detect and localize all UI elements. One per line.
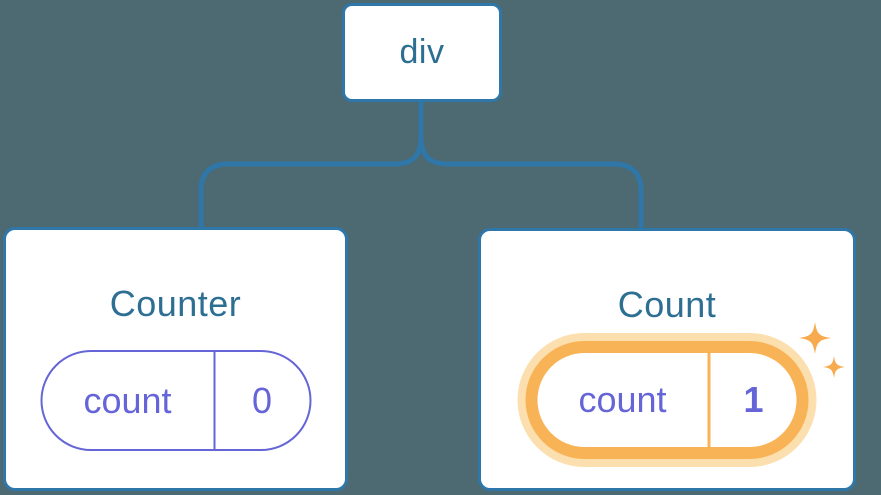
state-pill-highlight-glow: count 1 [517, 333, 817, 467]
card-title: Count [617, 284, 717, 325]
state-pill: count 0 [40, 350, 311, 451]
root-node-div: div [342, 3, 502, 102]
sparkle-icon [823, 356, 845, 378]
component-card-counter: Counter count 0 [3, 227, 348, 491]
state-name: count [578, 379, 667, 420]
state-value: 1 [707, 353, 797, 447]
connector-right-branch [418, 100, 644, 230]
state-value: 0 [213, 352, 309, 449]
component-card-count: Count count 1 [478, 228, 856, 491]
card-title: Counter [109, 283, 242, 324]
state-name: count [83, 379, 172, 421]
state-pill-highlight-ring: count 1 [525, 341, 809, 459]
root-node-label: div [399, 33, 445, 71]
state-pill: count 1 [537, 353, 797, 447]
sparkle-icons [799, 322, 845, 378]
sparkle-icon [799, 322, 831, 354]
connector-left-branch [198, 100, 424, 229]
